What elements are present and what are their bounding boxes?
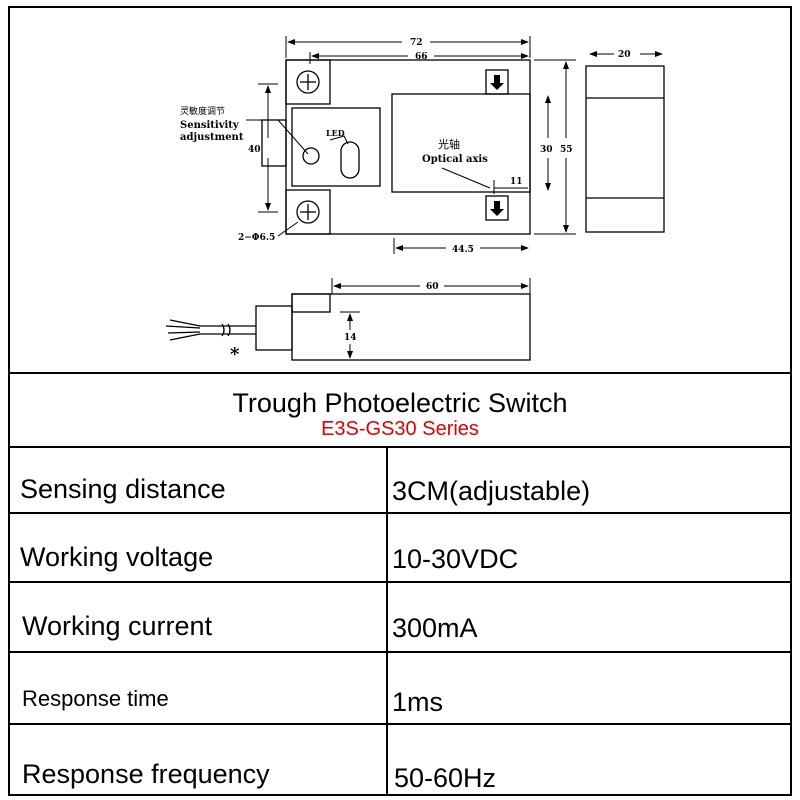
- led-window: [340, 141, 360, 179]
- mounting-block-top: [285, 59, 331, 105]
- dim-66: 66: [415, 52, 428, 62]
- spec-value: 50-60Hz: [394, 763, 497, 793]
- spec-label: Working voltage: [20, 542, 214, 572]
- sensor-bottom-view: [291, 293, 531, 361]
- spec-value: 10-30VDC: [392, 544, 519, 574]
- mounting-hole-bottom: [296, 200, 320, 224]
- spec-value: 3CM(adjustable): [392, 476, 591, 506]
- table-row: Sensing distance 3CM(adjustable): [10, 448, 790, 514]
- spec-label: Response frequency: [22, 759, 270, 789]
- spec-label: Response time: [22, 686, 169, 711]
- dim-44-5: 44.5: [452, 245, 474, 255]
- sensitivity-knob: [302, 147, 320, 165]
- dim-14: 14: [344, 333, 357, 343]
- product-title-block: Trough Photoelectric Switch E3S-GS30 Ser…: [10, 372, 790, 448]
- dim-30: 30: [540, 145, 553, 155]
- dim-40: 40: [248, 145, 261, 155]
- product-series: E3S-GS30 Series: [321, 418, 479, 440]
- table-row: Response frequency 50-60Hz: [10, 725, 790, 794]
- optical-axis-label-cn: 光轴: [438, 137, 460, 151]
- dim-60: 60: [426, 282, 439, 292]
- spec-label: Working current: [22, 611, 213, 641]
- dim-11: 11: [510, 177, 523, 187]
- sensitivity-label-en-2: adjustment: [180, 132, 244, 143]
- table-row: Working current 300mA: [10, 583, 790, 653]
- optical-axis-label-en: Optical axis: [422, 154, 488, 165]
- cable-asterisk: *: [230, 344, 240, 365]
- product-title: Trough Photoelectric Switch: [232, 388, 568, 418]
- table-row: Response time 1ms: [10, 653, 790, 725]
- spec-label: Sensing distance: [20, 474, 226, 504]
- spec-table: Sensing distance 3CM(adjustable) Working…: [10, 448, 790, 794]
- led-label: LED: [326, 128, 345, 138]
- hole-spec: 2−Φ6.5: [238, 233, 275, 243]
- dimension-drawing: 72 66 20 40 30 55 11 44.5 60 14 2−Φ6.5 灵…: [10, 8, 790, 372]
- datasheet-frame: 72 66 20 40 30 55 11 44.5 60 14 2−Φ6.5 灵…: [8, 6, 792, 796]
- mounting-hole-top: [296, 70, 320, 94]
- adjust-panel: [291, 107, 381, 187]
- table-row: Working voltage 10-30VDC: [10, 514, 790, 583]
- mounting-block-bottom: [285, 189, 331, 235]
- dim-20: 20: [618, 50, 631, 60]
- optical-slot: [391, 93, 531, 193]
- sensor-side-view: [585, 65, 665, 233]
- spec-value: 300mA: [392, 613, 478, 643]
- sensitivity-label-cn: 灵敏度调节: [180, 105, 225, 117]
- dim-72: 72: [410, 38, 423, 48]
- sensitivity-label-en-1: Sensitivity: [180, 120, 240, 131]
- dim-55: 55: [560, 145, 573, 155]
- spec-value: 1ms: [392, 687, 444, 717]
